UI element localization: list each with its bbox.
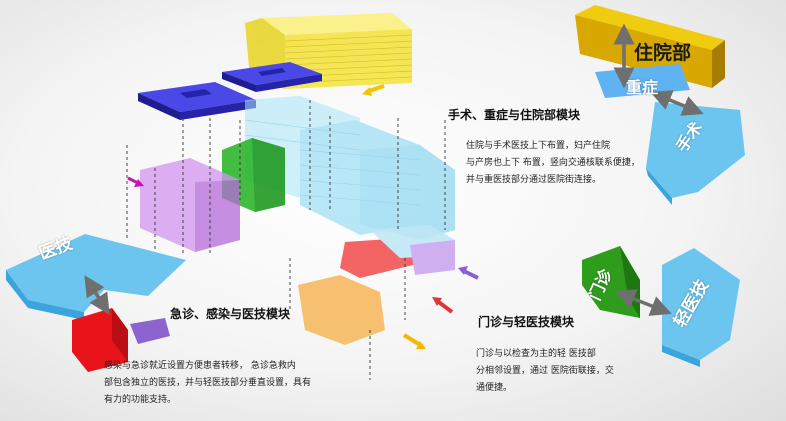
light-medtech-block-right bbox=[662, 248, 740, 367]
outpatient-description-line-1: 门诊与以检查为主的轻 医技部 bbox=[476, 349, 596, 359]
clinic-blocks bbox=[298, 225, 455, 345]
direction-arrow-icon bbox=[127, 176, 144, 187]
emergency-module-title: 急诊、感染与医技模块 bbox=[170, 307, 291, 321]
outpatient-module-description: 门诊与以检查为主的轻 医技部 分相邻设置，通过 医院街联接，交 通便捷。 bbox=[476, 346, 614, 397]
middle-blue-slab bbox=[138, 82, 256, 120]
double-arrow-icon bbox=[650, 90, 704, 116]
direction-arrow-icon bbox=[432, 297, 454, 314]
red-solid-block bbox=[72, 308, 128, 372]
icu-label: 重症 bbox=[626, 78, 659, 97]
top-blue-slab bbox=[222, 62, 322, 92]
double-arrow-icon bbox=[84, 275, 110, 315]
surgery-description-line-1: 住院与手术医技上下布置，妇产住院 bbox=[466, 141, 611, 151]
outpatient-module-title: 门诊与轻医技模块 bbox=[478, 315, 575, 329]
emergency-description-line-3: 有力的功能支持。 bbox=[104, 395, 177, 405]
surgery-block-right bbox=[646, 102, 745, 205]
direction-arrow-icon bbox=[458, 266, 479, 280]
emergency-description-line-1: 感染与急诊就近设置方便患者转移， 急诊急救内 bbox=[104, 361, 296, 371]
surgery-module-title: 手术、重症与住院部模块 bbox=[448, 108, 581, 122]
medtech-block bbox=[6, 234, 186, 320]
emergency-module-description: 感染与急诊就近设置方便患者转移， 急诊急救内 部包含独立的医技，并与轻医技部分垂… bbox=[104, 358, 311, 409]
purple-solid-block bbox=[130, 318, 170, 344]
violet-block bbox=[140, 158, 240, 252]
double-arrow-icon bbox=[614, 289, 672, 316]
outpatient-description-line-3: 通便捷。 bbox=[476, 383, 513, 393]
guide-lines bbox=[126, 100, 446, 380]
emergency-description-line-2: 部包含独立的医技，并与轻医技部分垂直设置，具有 bbox=[104, 378, 312, 388]
inpatient-label: 住院部 bbox=[634, 42, 692, 64]
surgery-description-line-2: 与产房也上下 布置，竖向交通核联系便捷， bbox=[466, 158, 640, 168]
direction-arrow-icon bbox=[362, 84, 385, 96]
surgery-description-line-3: 并与重医技部分通过医院街连接。 bbox=[466, 175, 602, 185]
surgery-module-description: 住院与手术医技上下布置，妇产住院 与产房也上下 布置，竖向交通核联系便捷， 并与… bbox=[466, 138, 640, 189]
direction-arrow-icon bbox=[402, 333, 426, 349]
outpatient-description-line-2: 分相邻设置，通过 医院街联接，交 bbox=[476, 366, 614, 376]
